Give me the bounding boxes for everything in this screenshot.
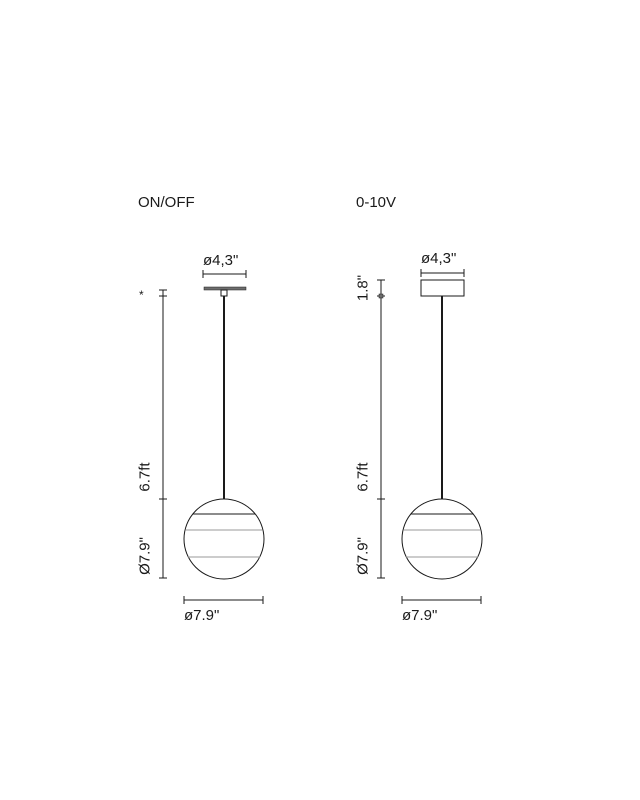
connector-onoff (220, 289, 228, 297)
asterisk-note-onoff: * (139, 288, 144, 302)
variant-title-010v: 0-10V (356, 194, 397, 211)
pendant-onoff (159, 270, 265, 604)
globe-width-dimension-010v (401, 596, 482, 604)
vertical-dimension-onoff (159, 289, 167, 579)
pendant-010v (377, 269, 483, 604)
canopy-width-dimension-010v (420, 269, 465, 277)
globe-diameter-label-010v: ø7.9" (402, 607, 438, 624)
canopy-diameter-label-010v: ø4,3" (421, 250, 457, 267)
canopy-width-dimension-onoff (202, 270, 247, 278)
globe-010v (401, 498, 483, 580)
globe-width-dimension-onoff (183, 596, 264, 604)
globe-diameter-label-onoff: ø7.9" (184, 607, 220, 624)
canopy-box-010v (420, 279, 465, 297)
variant-title-onoff: ON/OFF (138, 194, 195, 211)
vertical-dimension-010v (377, 279, 385, 579)
canopy-diameter-label-onoff: ø4,3" (203, 252, 239, 269)
globe-onoff (183, 498, 265, 580)
